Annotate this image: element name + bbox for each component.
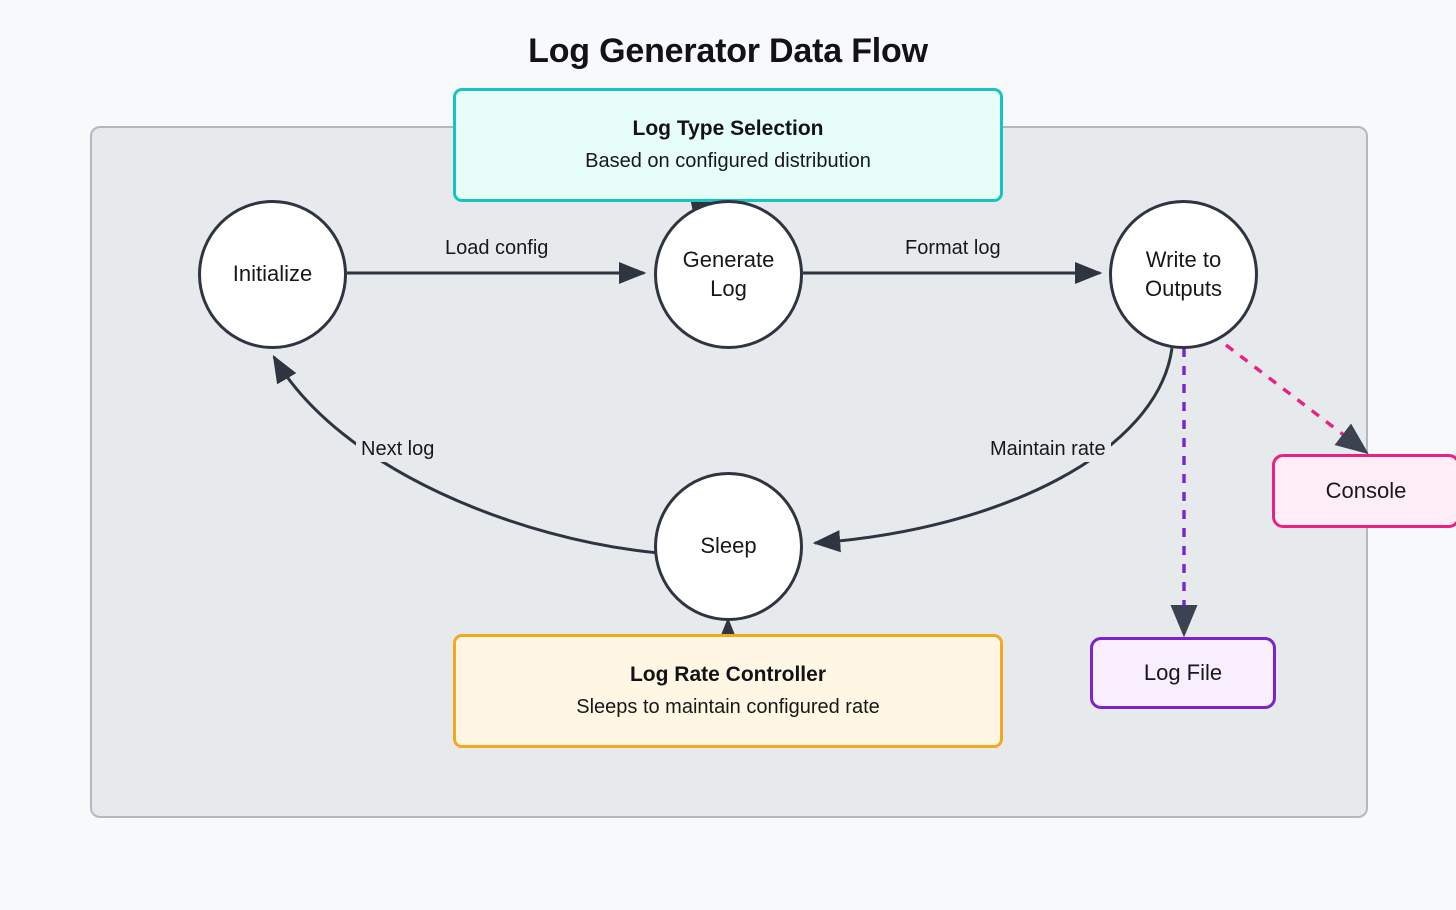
note-log-type-title: Log Type Selection [632, 117, 824, 140]
edge-write-console [1224, 343, 1369, 455]
node-initialize[interactable]: Initialize [198, 200, 347, 349]
node-initialize-label: Initialize [232, 261, 313, 287]
node-sleep-label: Sleep [700, 533, 757, 559]
node-console-label: Console [1325, 478, 1407, 503]
edge-label-load-config: Load config [440, 236, 554, 261]
edge-label-maintain-rate: Maintain rate [985, 437, 1111, 462]
note-log-rate-title: Log Rate Controller [629, 663, 826, 686]
note-log-rate-controller: Log Rate Controller Sleeps to maintain c… [453, 634, 1003, 748]
page-title: Log Generator Data Flow [528, 32, 928, 70]
edge-sleep-initialize [272, 354, 660, 555]
edge-label-next-log: Next log [356, 437, 440, 462]
node-generate-log-label: Generate Log [682, 247, 775, 301]
node-log-file[interactable]: Log File [1090, 637, 1276, 709]
node-generate-log[interactable]: Generate Log [654, 200, 803, 349]
node-sleep[interactable]: Sleep [654, 472, 803, 621]
node-log-file-label: Log File [1143, 660, 1223, 685]
edge-label-format-log: Format log [900, 236, 1006, 261]
note-log-rate-subtitle: Sleeps to maintain configured rate [576, 696, 880, 718]
node-write-outputs-label: Write to Outputs [1144, 247, 1223, 301]
note-log-type-selection: Log Type Selection Based on configured d… [453, 88, 1003, 202]
node-write-outputs[interactable]: Write to Outputs [1109, 200, 1258, 349]
edge-write-sleep [812, 347, 1174, 553]
node-console[interactable]: Console [1272, 454, 1456, 528]
note-log-type-subtitle: Based on configured distribution [585, 150, 871, 172]
